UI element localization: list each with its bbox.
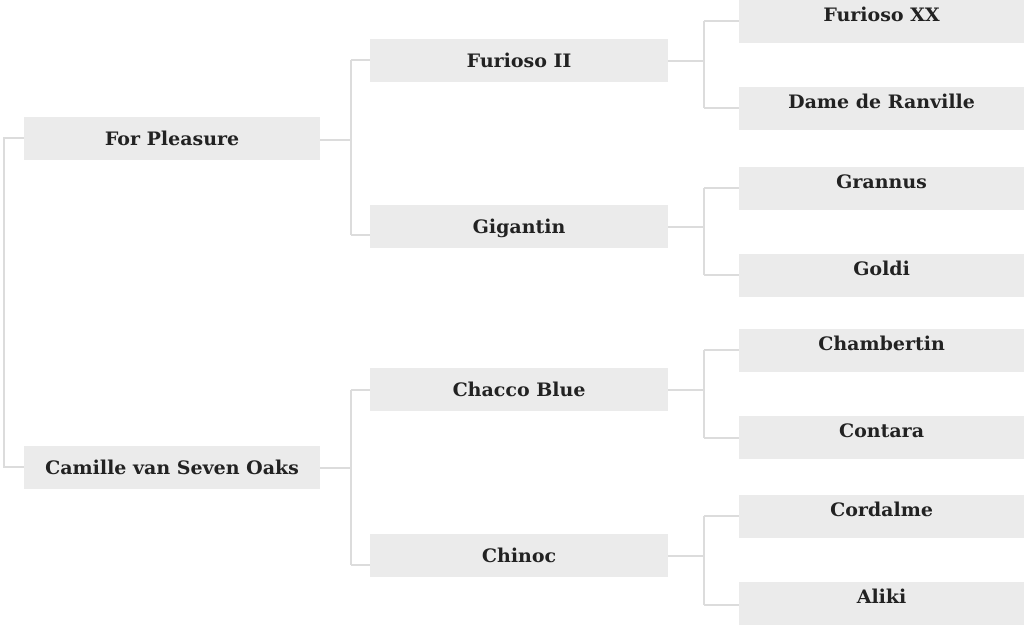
great-grandparent-box-2: Dame de Ranville — [739, 87, 1024, 130]
great-grandparent-box-7: Cordalme — [739, 495, 1024, 538]
connector-root — [3, 137, 24, 468]
great-grandparent-box-6: Contara — [739, 416, 1024, 459]
connector-chinoc — [668, 515, 739, 606]
great-grandparent-name-1: Furioso XX — [823, 4, 940, 26]
great-grandparent-name-3: Grannus — [836, 171, 927, 193]
great-grandparent-name-7: Cordalme — [830, 499, 933, 521]
connector-camille — [320, 389, 370, 566]
great-grandparent-name-4: Goldi — [853, 258, 910, 280]
great-grandparent-box-8: Aliki — [739, 582, 1024, 625]
great-grandparent-name-8: Aliki — [856, 586, 907, 608]
great-grandparent-box-1: Furioso XX — [739, 0, 1024, 43]
maternal-granddam-name: Chinoc — [481, 544, 557, 567]
great-grandparent-box-5: Chambertin — [739, 329, 1024, 372]
sire-box: For Pleasure — [24, 117, 320, 160]
maternal-granddam-box: Chinoc — [370, 534, 668, 577]
connector-for-pleasure — [320, 59, 370, 236]
paternal-granddam-box: Gigantin — [370, 205, 668, 248]
paternal-grandsire-box: Furioso II — [370, 39, 668, 82]
connector-chacco-blue — [668, 349, 739, 439]
maternal-grandsire-box: Chacco Blue — [370, 368, 668, 411]
paternal-grandsire-name: Furioso II — [466, 49, 572, 72]
great-grandparent-name-2: Dame de Ranville — [788, 91, 975, 113]
paternal-granddam-name: Gigantin — [472, 215, 566, 238]
great-grandparent-box-4: Goldi — [739, 254, 1024, 297]
sire-name: For Pleasure — [104, 127, 240, 150]
connector-furioso-ii — [668, 20, 739, 109]
great-grandparent-box-3: Grannus — [739, 167, 1024, 210]
connector-gigantin — [668, 187, 739, 276]
dam-name: Camille van Seven Oaks — [45, 456, 299, 479]
great-grandparent-name-5: Chambertin — [818, 333, 945, 355]
maternal-grandsire-name: Chacco Blue — [452, 378, 586, 401]
dam-box: Camille van Seven Oaks — [24, 446, 320, 489]
great-grandparent-name-6: Contara — [838, 420, 925, 442]
